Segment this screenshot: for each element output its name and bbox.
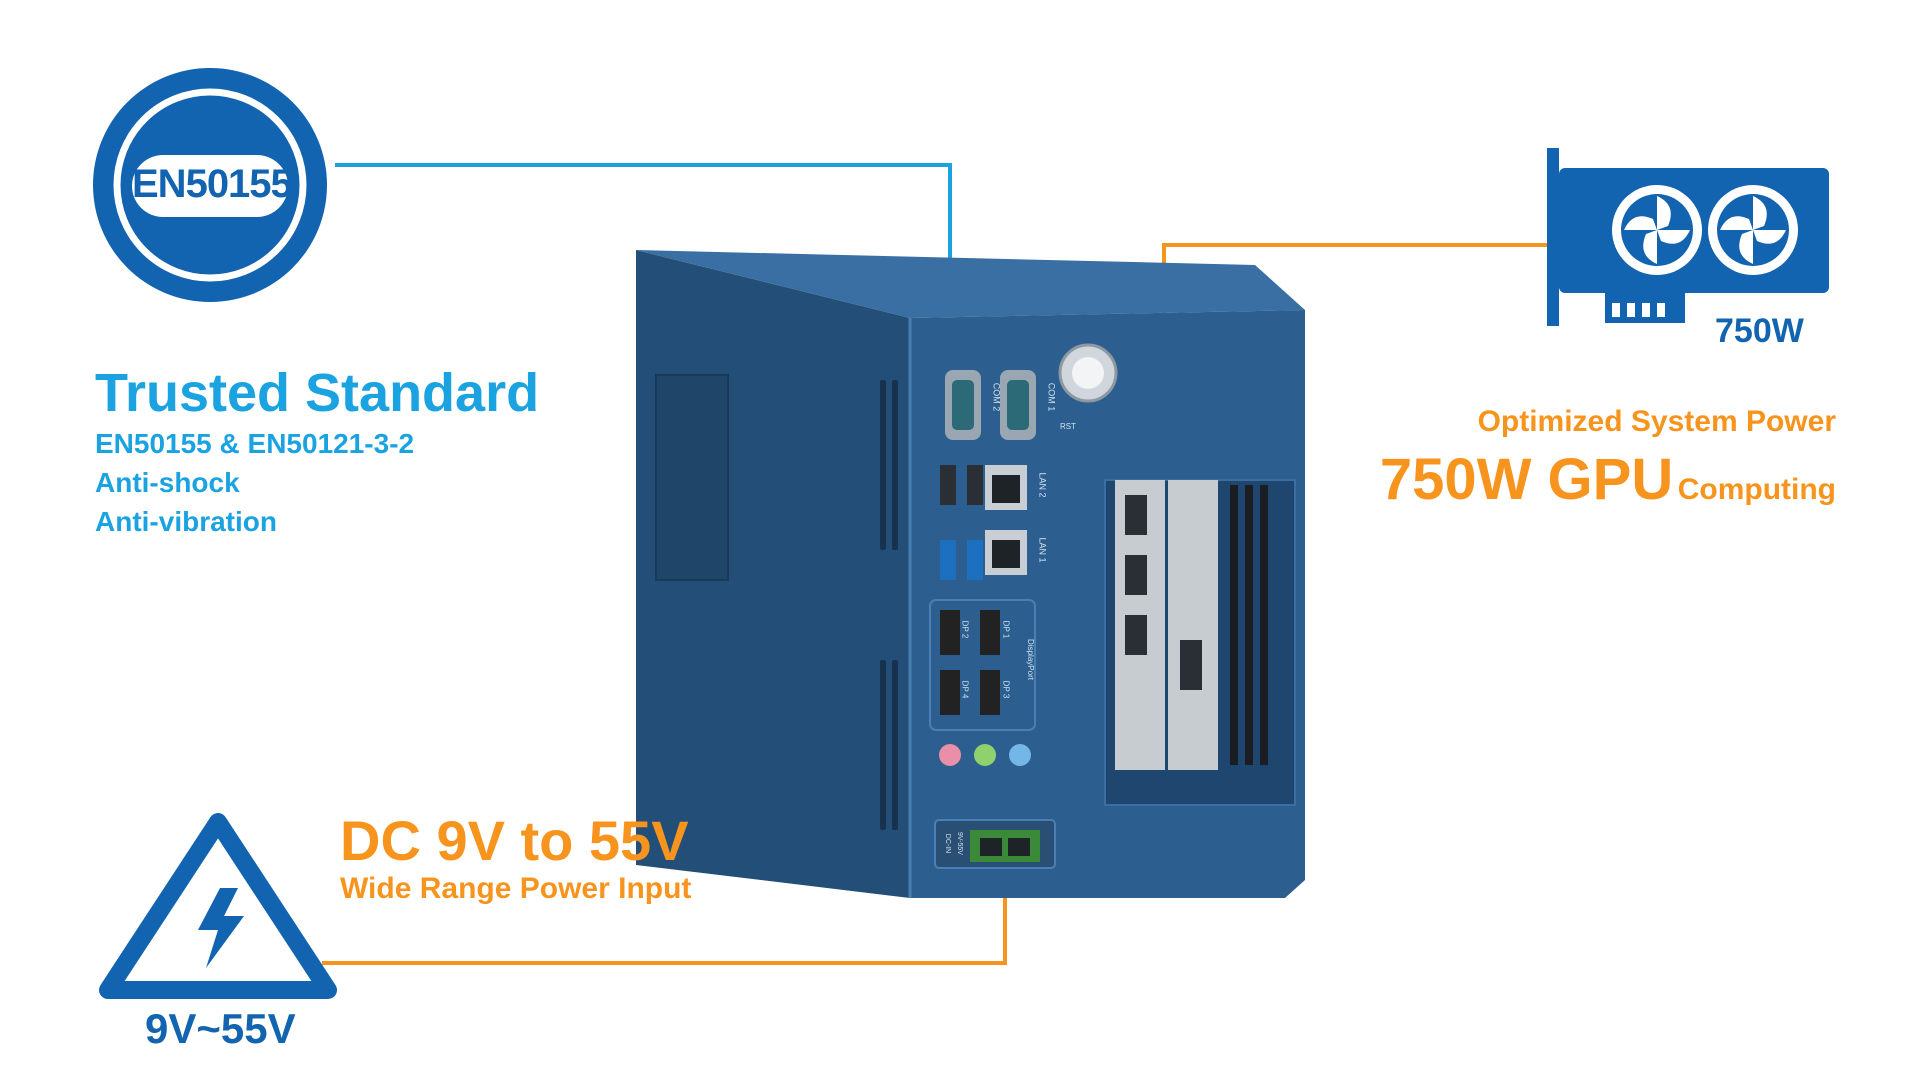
dp4-label: DP 4 [960,680,970,699]
trusted-standard-line-3: Anti-vibration [95,506,277,537]
gpu-headline-suffix: Computing [1677,473,1836,506]
trusted-standard-title: Trusted Standard [95,363,540,423]
power-badge-label: 9V~55V [145,1005,296,1052]
gpu-subtitle: Optimized System Power [1477,405,1836,438]
trusted-standard-line-2: Anti-shock [95,467,240,498]
com2-label: COM 2 [991,382,1002,412]
power-subtitle: Wide Range Power Input [340,872,692,905]
gpu-headline-row: 750W GPU Computing [1380,446,1836,513]
gpu-headline: 750W GPU [1379,447,1674,512]
gpu-badge-label: 750W [1715,312,1804,350]
power-title: DC 9V to 55V [340,809,689,872]
gpu-card-icon [1547,148,1829,326]
en50155-badge-label: EN50155 [132,162,293,206]
cert-connector-line [335,163,952,282]
lan2-label: LAN 2 [1037,472,1048,498]
en50155-badge [93,68,327,302]
lan1-label: LAN 1 [1037,537,1048,563]
high-voltage-icon [99,813,337,999]
displayport-label: DisplayPort [1025,639,1035,680]
dc-in-label: DC-IN [944,833,952,854]
dc-in-range-label: 9V-55V [955,832,963,855]
dp3-label: DP 3 [1001,680,1011,699]
trusted-standard-line-1: EN50155 & EN50121-3-2 [95,428,415,459]
fan-icon [1708,185,1798,275]
rst-label: RST [1060,422,1076,431]
front-io [929,343,1296,869]
dp2-label: DP 2 [960,620,970,639]
fan-icon [1612,185,1702,275]
com1-label: COM 1 [1046,382,1057,412]
dp1-label: DP 1 [1001,620,1011,639]
